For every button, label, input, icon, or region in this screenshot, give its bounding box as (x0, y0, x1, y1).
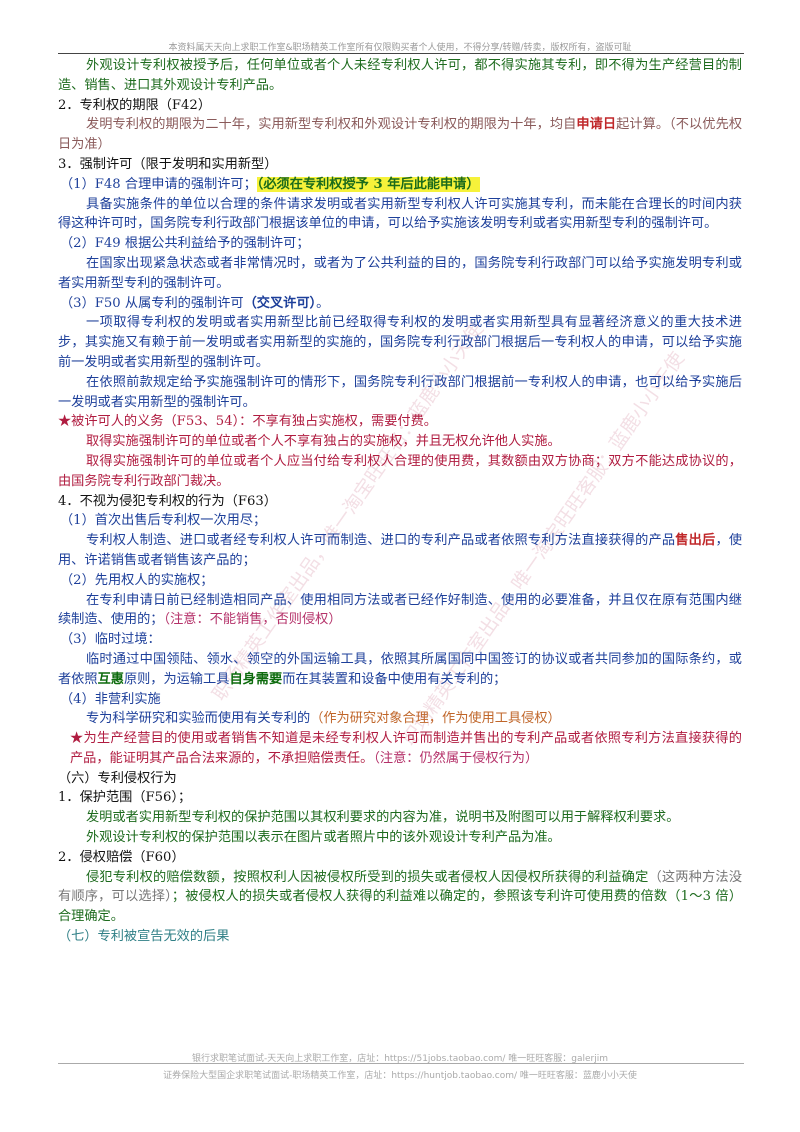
paragraph-patent-term: 发明专利权的期限为二十年，实用新型专利权和外观设计专利权的期限为十年，均自申请日… (58, 117, 743, 153)
heading-invalidation: （七）专利被宣告无效的后果 (58, 929, 230, 945)
footer-line-2: 证券保险大型国企求职笔试面试-职场精英工作室，店址：https://huntjo… (163, 1071, 637, 1081)
heading-infringement: （六）专利侵权行为 (58, 770, 177, 786)
paragraph-f48: 具备实施条件的单位以合理的条件请求发明或者实用新型专利权人许可实施其专利，而未能… (58, 196, 742, 232)
subheading-f50: （3）F50 从属专利的强制许可（交叉许可）。 (60, 295, 330, 311)
subheading-exhaustion: （1）首次出售后专利权一次用尽； (60, 513, 267, 529)
subheading-transit: （3）临时过境： (60, 632, 161, 648)
heading-non-infringement: 4．不视为侵犯专利权的行为（F63） (58, 493, 277, 509)
heading-protection-scope: 1．保护范围（F56）； (58, 790, 192, 806)
paragraph-prior-use: 在专利申请日前已经制造相同产品、使用相同方法或者已经作好制造、使用的必要准备，并… (58, 592, 742, 628)
heading-damages: 2．侵权赔偿（F60） (58, 849, 185, 865)
footer-line-1: 银行求职笔试面试-天天向上求职工作室，店址：https://51jobs.tao… (191, 1054, 609, 1064)
paragraph-royalty: 取得实施强制许可的单位或者个人应当付给专利权人合理的使用费，其数额由双方协商；双… (58, 453, 742, 489)
page-header: 本资料属天天向上求职工作室&职场精英工作室所有仅限购买者个人使用，不得分享/转赠… (168, 43, 632, 53)
star-licensee-obligation: ★被许可人的义务（F53、54）：不享有独占实施权，需要付费。 (58, 414, 437, 430)
footer-rule (58, 1063, 744, 1064)
subheading-f48: （1）F48 合理申请的强制许可；（必须在专利权授予 3 年后此能申请） (60, 176, 480, 192)
subheading-non-profit: （4）非营利实施 (60, 691, 161, 707)
paragraph-f50-b: 在依照前款规定给予实施强制许可的情形下，国务院专利行政部门根据前一专利权人的申请… (58, 374, 742, 410)
star-good-faith: ★为生产经营目的使用或者销售不知道是未经专利权人许可而制造并售出的专利产品或者依… (70, 731, 742, 766)
paragraph-f50-a: 一项取得专利权的发明或者实用新型比前已经取得专利权的发明或者实用新型具有显著经济… (58, 315, 742, 370)
paragraph-non-profit: 专为科学研究和实验而使用有关专利的（作为研究对象合理，作为使用工具侵权） (86, 711, 561, 727)
heading-compulsory-license: 3．强制许可（限于发明和实用新型） (58, 156, 278, 172)
paragraph-f49: 在国家出现紧急状态或者非常情况时，或者为了公共利益的目的，国务院专利行政部门可以… (58, 255, 742, 291)
header-rule (58, 53, 744, 54)
heading-patent-term: 2．专利权的期限（F42） (58, 97, 212, 113)
paragraph-exhaustion: 专利权人制造、进口或者经专利权人许可而制造、进口的专利产品或者依照专利方法直接获… (58, 533, 743, 568)
paragraph-scope-invention: 发明或者实用新型专利权的保护范围以其权利要求的内容为准，说明书及附图可以用于解释… (86, 810, 680, 826)
subheading-f49: （2）F49 根据公共利益给予的强制许可； (60, 236, 310, 252)
subheading-prior-use: （2）先用权人的实施权； (60, 572, 214, 588)
paragraph-transit: 临时通过中国领陆、领水、领空的外国运输工具，依照其所属国同中国签订的协议或者共同… (58, 651, 742, 687)
paragraph-damages: 侵犯专利权的赔偿数额，按照权利人因被侵权所受到的损失或者侵权人因侵权所获得的利益… (58, 869, 743, 925)
document-body: 外观设计专利权被授予后，任何单位或者个人未经专利权人许可，都不得实施其专利，即不… (58, 56, 742, 947)
paragraph-no-exclusive: 取得实施强制许可的单位或者个人不享有独占的实施权，并且无权允许他人实施。 (86, 434, 561, 450)
paragraph-design-patent: 外观设计专利权被授予后，任何单位或者个人未经专利权人许可，都不得实施其专利，即不… (58, 58, 742, 93)
paragraph-scope-design: 外观设计专利权的保护范围以表示在图片或者照片中的该外观设计专利产品为准。 (86, 830, 561, 846)
